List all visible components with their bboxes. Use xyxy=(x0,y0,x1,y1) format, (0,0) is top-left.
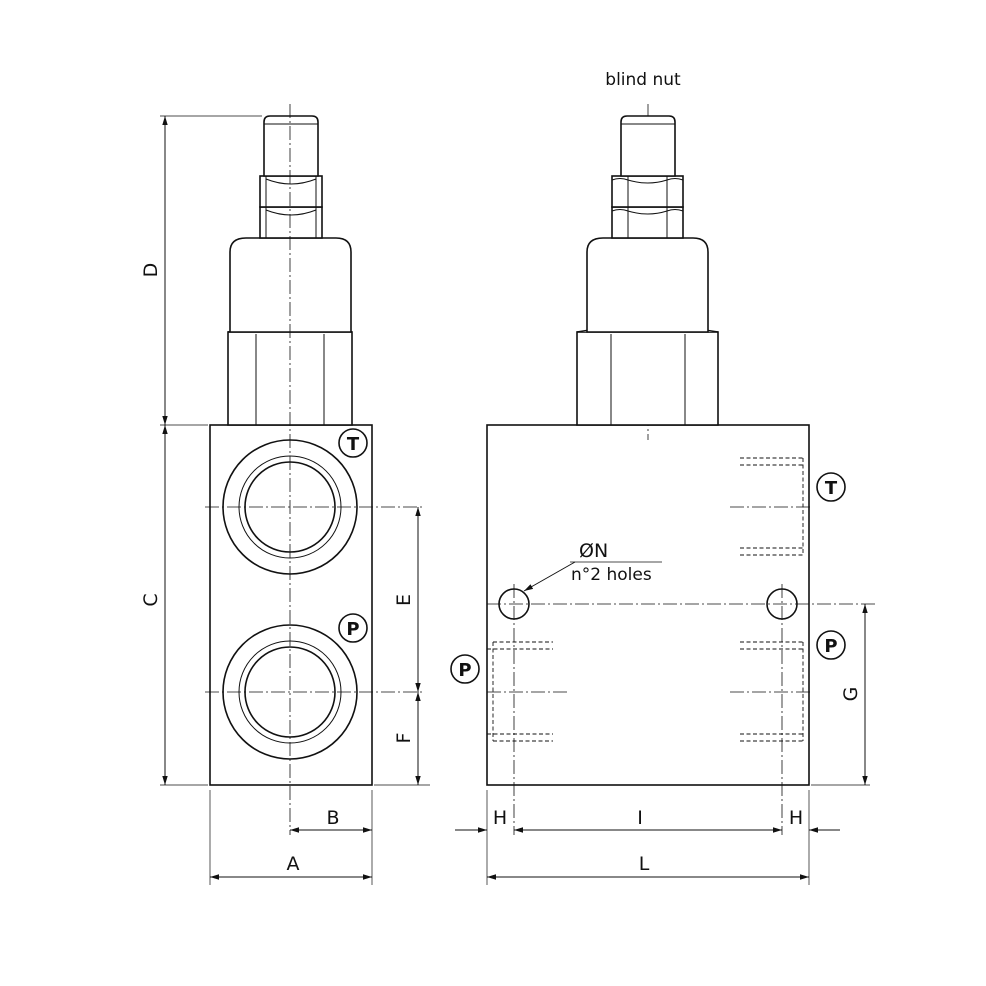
side-port-t-label: T xyxy=(816,472,846,502)
front-dome-cap xyxy=(229,237,352,333)
dimension-e-label: E xyxy=(393,594,415,606)
side-port-p-right-label: P xyxy=(816,630,846,660)
hole-callout: ØN n°2 holes xyxy=(523,540,662,592)
front-port-p-label: P xyxy=(338,613,368,643)
svg-text:P: P xyxy=(458,660,471,681)
side-valve-body xyxy=(486,424,810,786)
dimension-g-label: G xyxy=(840,687,862,702)
side-hidden-bore-t xyxy=(740,457,810,556)
front-lock-nut xyxy=(259,175,323,239)
dimension-h-left-label: H xyxy=(493,807,507,829)
hole-count-label: n°2 holes xyxy=(571,565,652,585)
hole-diameter-label: ØN xyxy=(579,540,608,562)
side-blind-nut xyxy=(620,115,676,177)
blind-nut-label: blind nut xyxy=(605,70,681,90)
front-view: T P xyxy=(205,104,425,835)
svg-text:P: P xyxy=(346,619,359,640)
side-hidden-bore-p-right xyxy=(740,641,810,742)
dimension-c-label: C xyxy=(140,593,162,606)
side-lock-nut xyxy=(611,175,684,239)
side-view: T P P blind nut ØN n°2 holes xyxy=(450,70,875,835)
side-hidden-bore-p-left xyxy=(487,641,553,742)
side-dome-cap xyxy=(586,237,709,333)
dimension-i-label: I xyxy=(637,807,643,829)
svg-text:T: T xyxy=(347,434,360,455)
side-dimensions: G H I H L xyxy=(455,604,870,885)
side-port-p-left-label: P xyxy=(450,654,480,684)
front-adjusting-stem xyxy=(263,115,319,177)
dimension-a-label: A xyxy=(287,853,300,875)
svg-text:T: T xyxy=(825,478,838,499)
dimension-f-label: F xyxy=(393,733,415,744)
side-hex-base-nut xyxy=(576,325,719,426)
dimension-b-label: B xyxy=(326,807,339,829)
dimension-l-label: L xyxy=(639,853,650,875)
front-port-t-label: T xyxy=(338,428,368,458)
front-dimensions: D C E F B A xyxy=(140,115,430,885)
dimension-h-right-label: H xyxy=(789,807,803,829)
dimension-d-label: D xyxy=(140,263,162,278)
svg-text:P: P xyxy=(824,636,837,657)
